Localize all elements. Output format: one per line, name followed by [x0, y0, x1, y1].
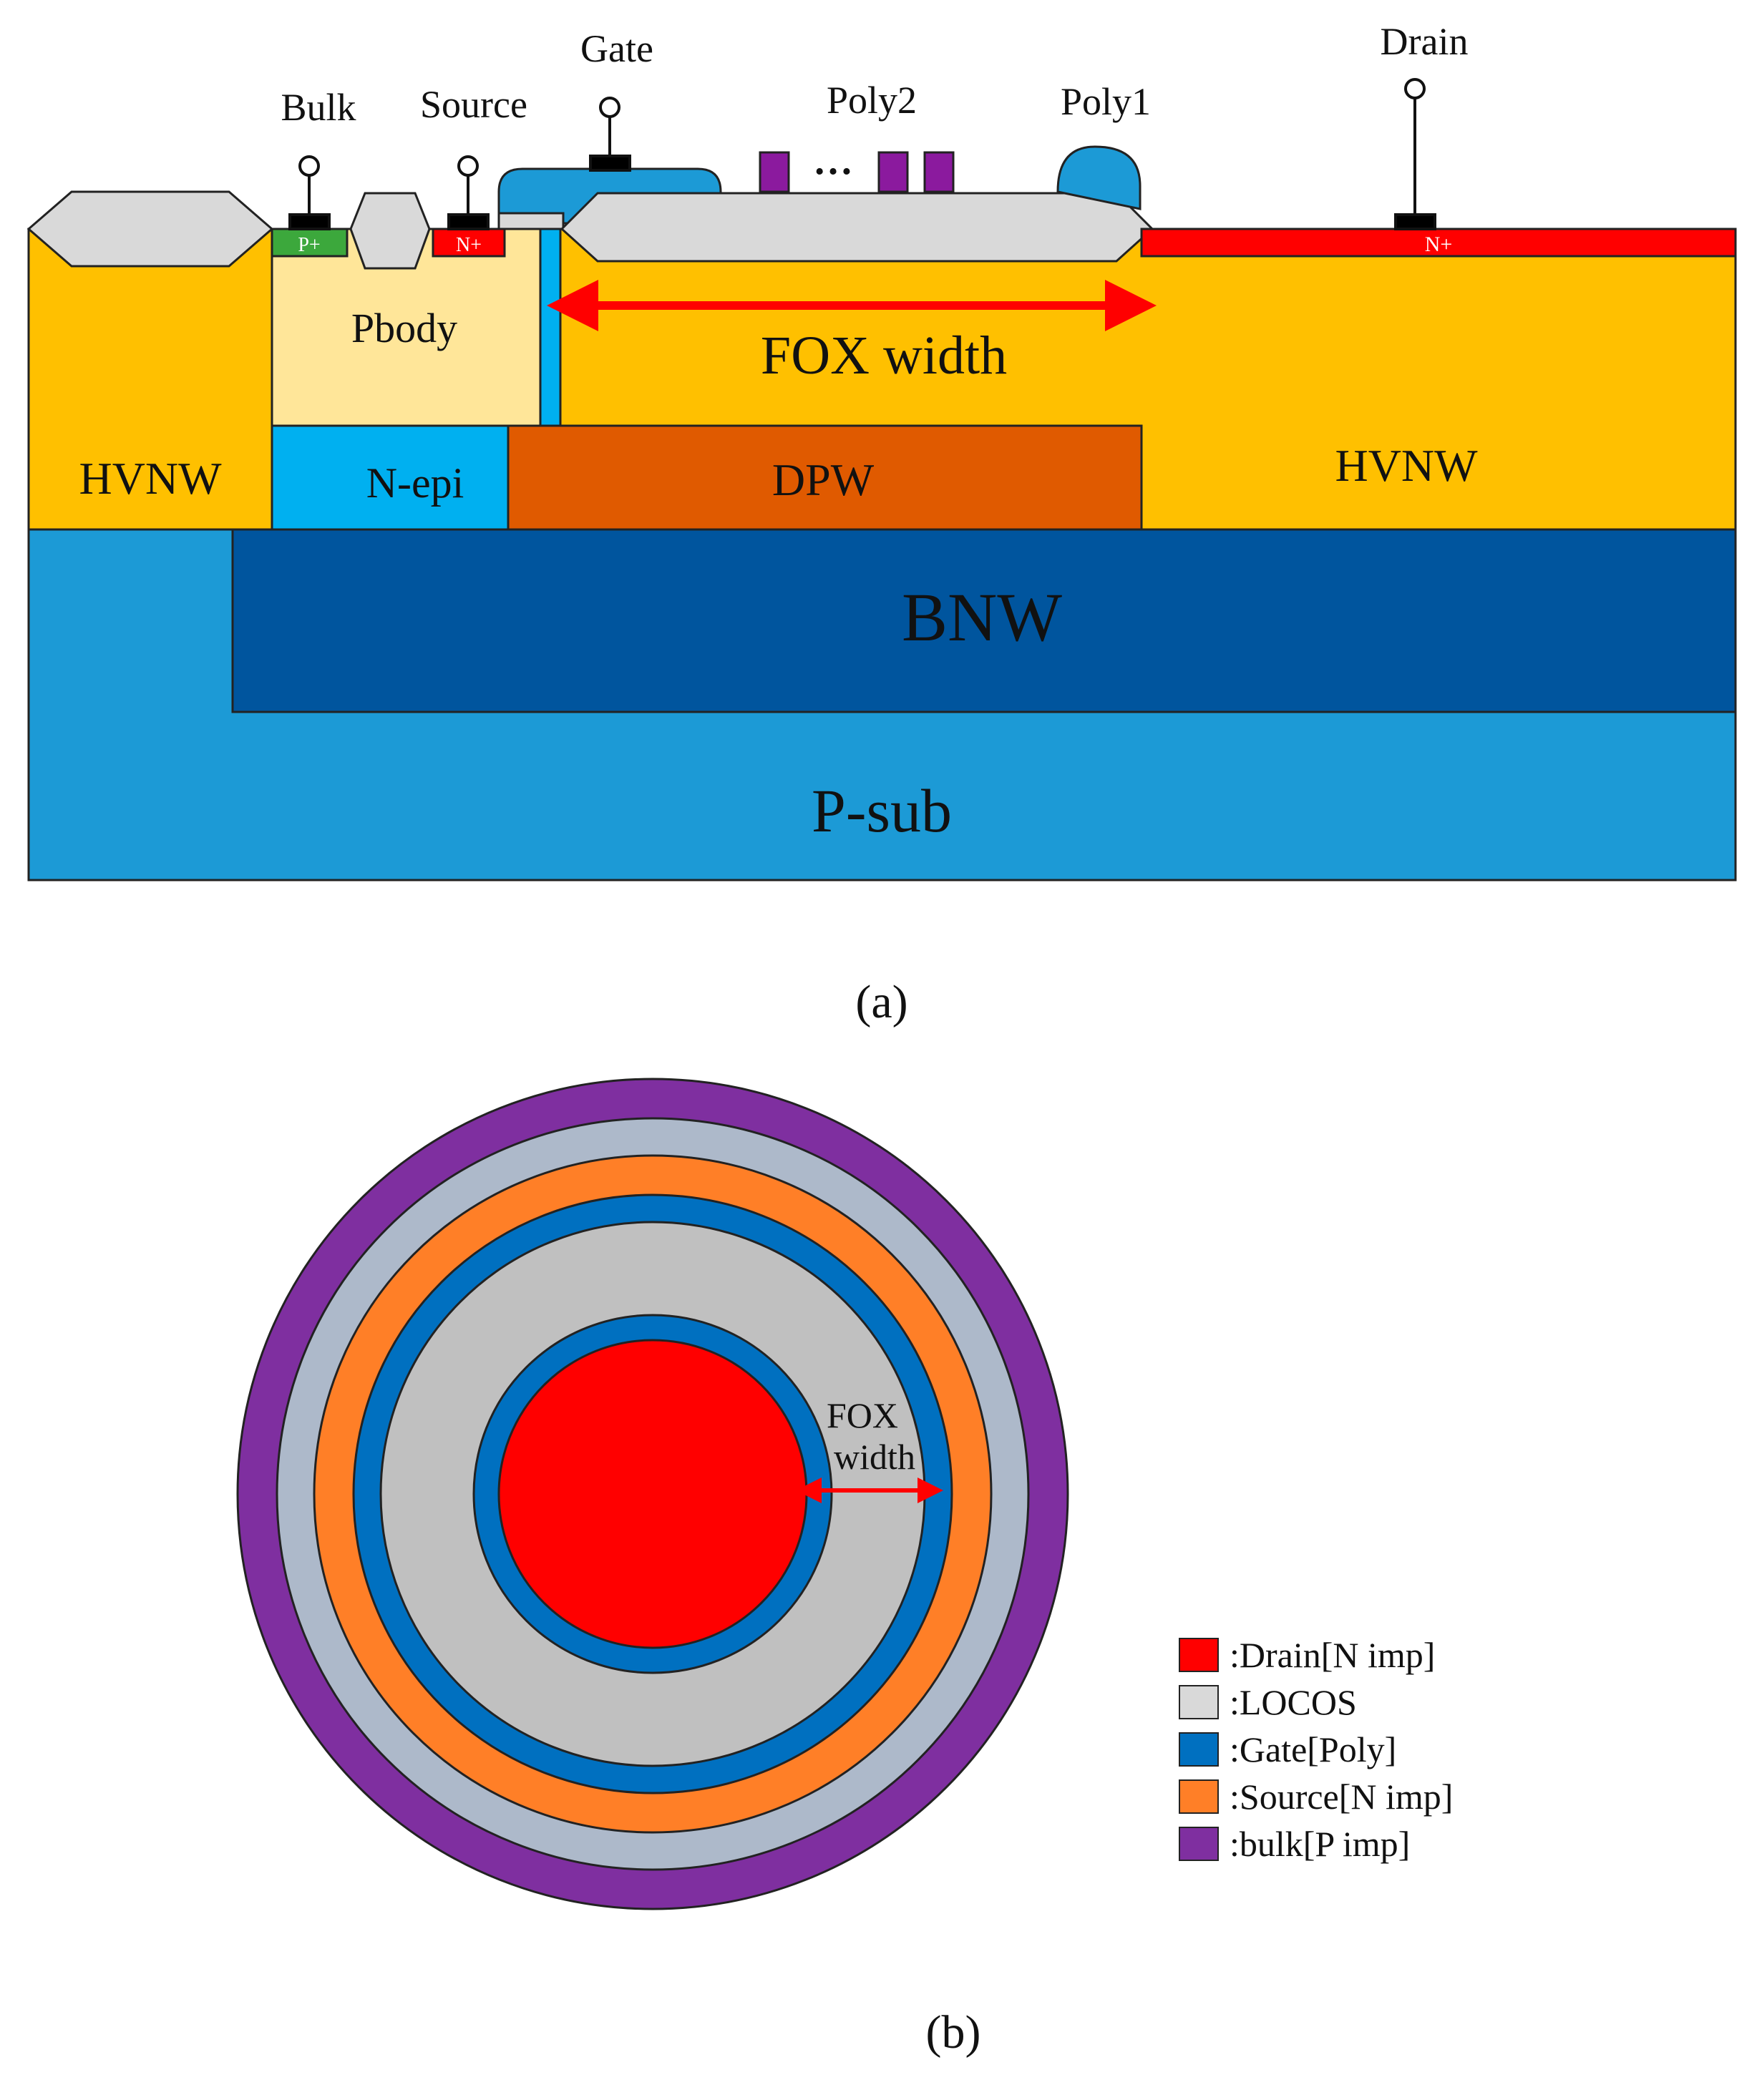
poly2-block — [759, 151, 790, 193]
drain-terminal-icon — [1404, 78, 1426, 99]
label-drain: Drain — [1381, 20, 1469, 63]
label-poly2: Poly2 — [827, 79, 917, 122]
label-psub: P-sub — [812, 776, 952, 845]
legend-swatch-bulk — [1179, 1827, 1219, 1861]
label-fox-width: FOX width — [761, 326, 1007, 386]
label-p-plus: P+ — [298, 234, 320, 256]
label-gate: Gate — [580, 27, 653, 70]
legend-label-drain: :Drain[N imp] — [1230, 1635, 1435, 1675]
gate-contact — [589, 155, 631, 172]
legend-swatch-drain — [1179, 1638, 1219, 1672]
source-contact — [447, 213, 490, 230]
legend-item-locos: :LOCOS — [1179, 1682, 1357, 1722]
terminals — [288, 78, 1436, 230]
legend: :Drain[N imp] :LOCOS :Gate[Poly] :Source… — [1179, 1635, 1453, 1864]
bulk-terminal-icon — [298, 155, 320, 177]
cross-section-labels: Bulk Source Gate Poly2 … Poly1 Drain P+ … — [79, 20, 1478, 1028]
nepi-channel-strip — [539, 228, 562, 427]
drain-center — [497, 1339, 808, 1649]
label-pbody: Pbody — [351, 305, 457, 351]
top-view-layout — [236, 1078, 1069, 1910]
legend-swatch-source — [1179, 1779, 1219, 1814]
caption-a: (a) — [855, 976, 907, 1028]
legend-swatch-gate — [1179, 1732, 1219, 1767]
p-plus-implant — [271, 228, 349, 258]
legend-item-drain: :Drain[N imp] — [1179, 1635, 1435, 1675]
poly1-field-plate — [1056, 145, 1142, 210]
label-source: Source — [420, 83, 527, 126]
legend-swatch-locos — [1179, 1685, 1219, 1719]
cross-section-diagram — [26, 145, 1737, 881]
label-hvnw-right: HVNW — [1335, 440, 1478, 491]
label-n-plus-drain: N+ — [1425, 233, 1453, 256]
gate-terminal-icon — [599, 97, 620, 118]
label-poly1: Poly1 — [1061, 80, 1151, 123]
legend-item-gate: :Gate[Poly] — [1179, 1729, 1396, 1769]
gate-oxide — [497, 212, 565, 230]
label-fox-topview: FOX — [827, 1395, 898, 1435]
source-terminal-icon — [457, 155, 479, 177]
legend-label-locos: :LOCOS — [1230, 1682, 1357, 1722]
poly2-block — [877, 151, 909, 193]
drain-contact — [1394, 213, 1436, 230]
legend-item-bulk: :bulk[P imp] — [1179, 1824, 1410, 1864]
bnw-region — [231, 528, 1737, 713]
n-plus-source-implant — [432, 228, 506, 258]
nepi-region — [271, 424, 510, 531]
label-width-topview: width — [834, 1437, 915, 1477]
label-nepi: N-epi — [366, 459, 464, 507]
label-dpw: DPW — [772, 454, 875, 505]
label-bnw: BNW — [902, 579, 1062, 655]
legend-label-source: :Source[N imp] — [1230, 1777, 1453, 1817]
label-n-plus-source: N+ — [456, 234, 482, 256]
legend-label-bulk: :bulk[P imp] — [1230, 1824, 1410, 1864]
label-hvnw-left: HVNW — [79, 453, 222, 504]
legend-label-gate: :Gate[Poly] — [1230, 1729, 1396, 1769]
locos-small — [349, 192, 431, 270]
caption-b: (b) — [926, 2006, 981, 2059]
legend-item-source: :Source[N imp] — [1179, 1777, 1453, 1817]
n-plus-drain-implant — [1140, 228, 1737, 258]
poly2-block — [923, 151, 955, 193]
label-bulk: Bulk — [281, 86, 356, 129]
dpw-region — [507, 424, 1143, 531]
bulk-contact — [288, 213, 331, 230]
locos-left — [26, 190, 274, 268]
locos-fox — [560, 192, 1154, 263]
label-ellipsis: … — [813, 139, 853, 183]
